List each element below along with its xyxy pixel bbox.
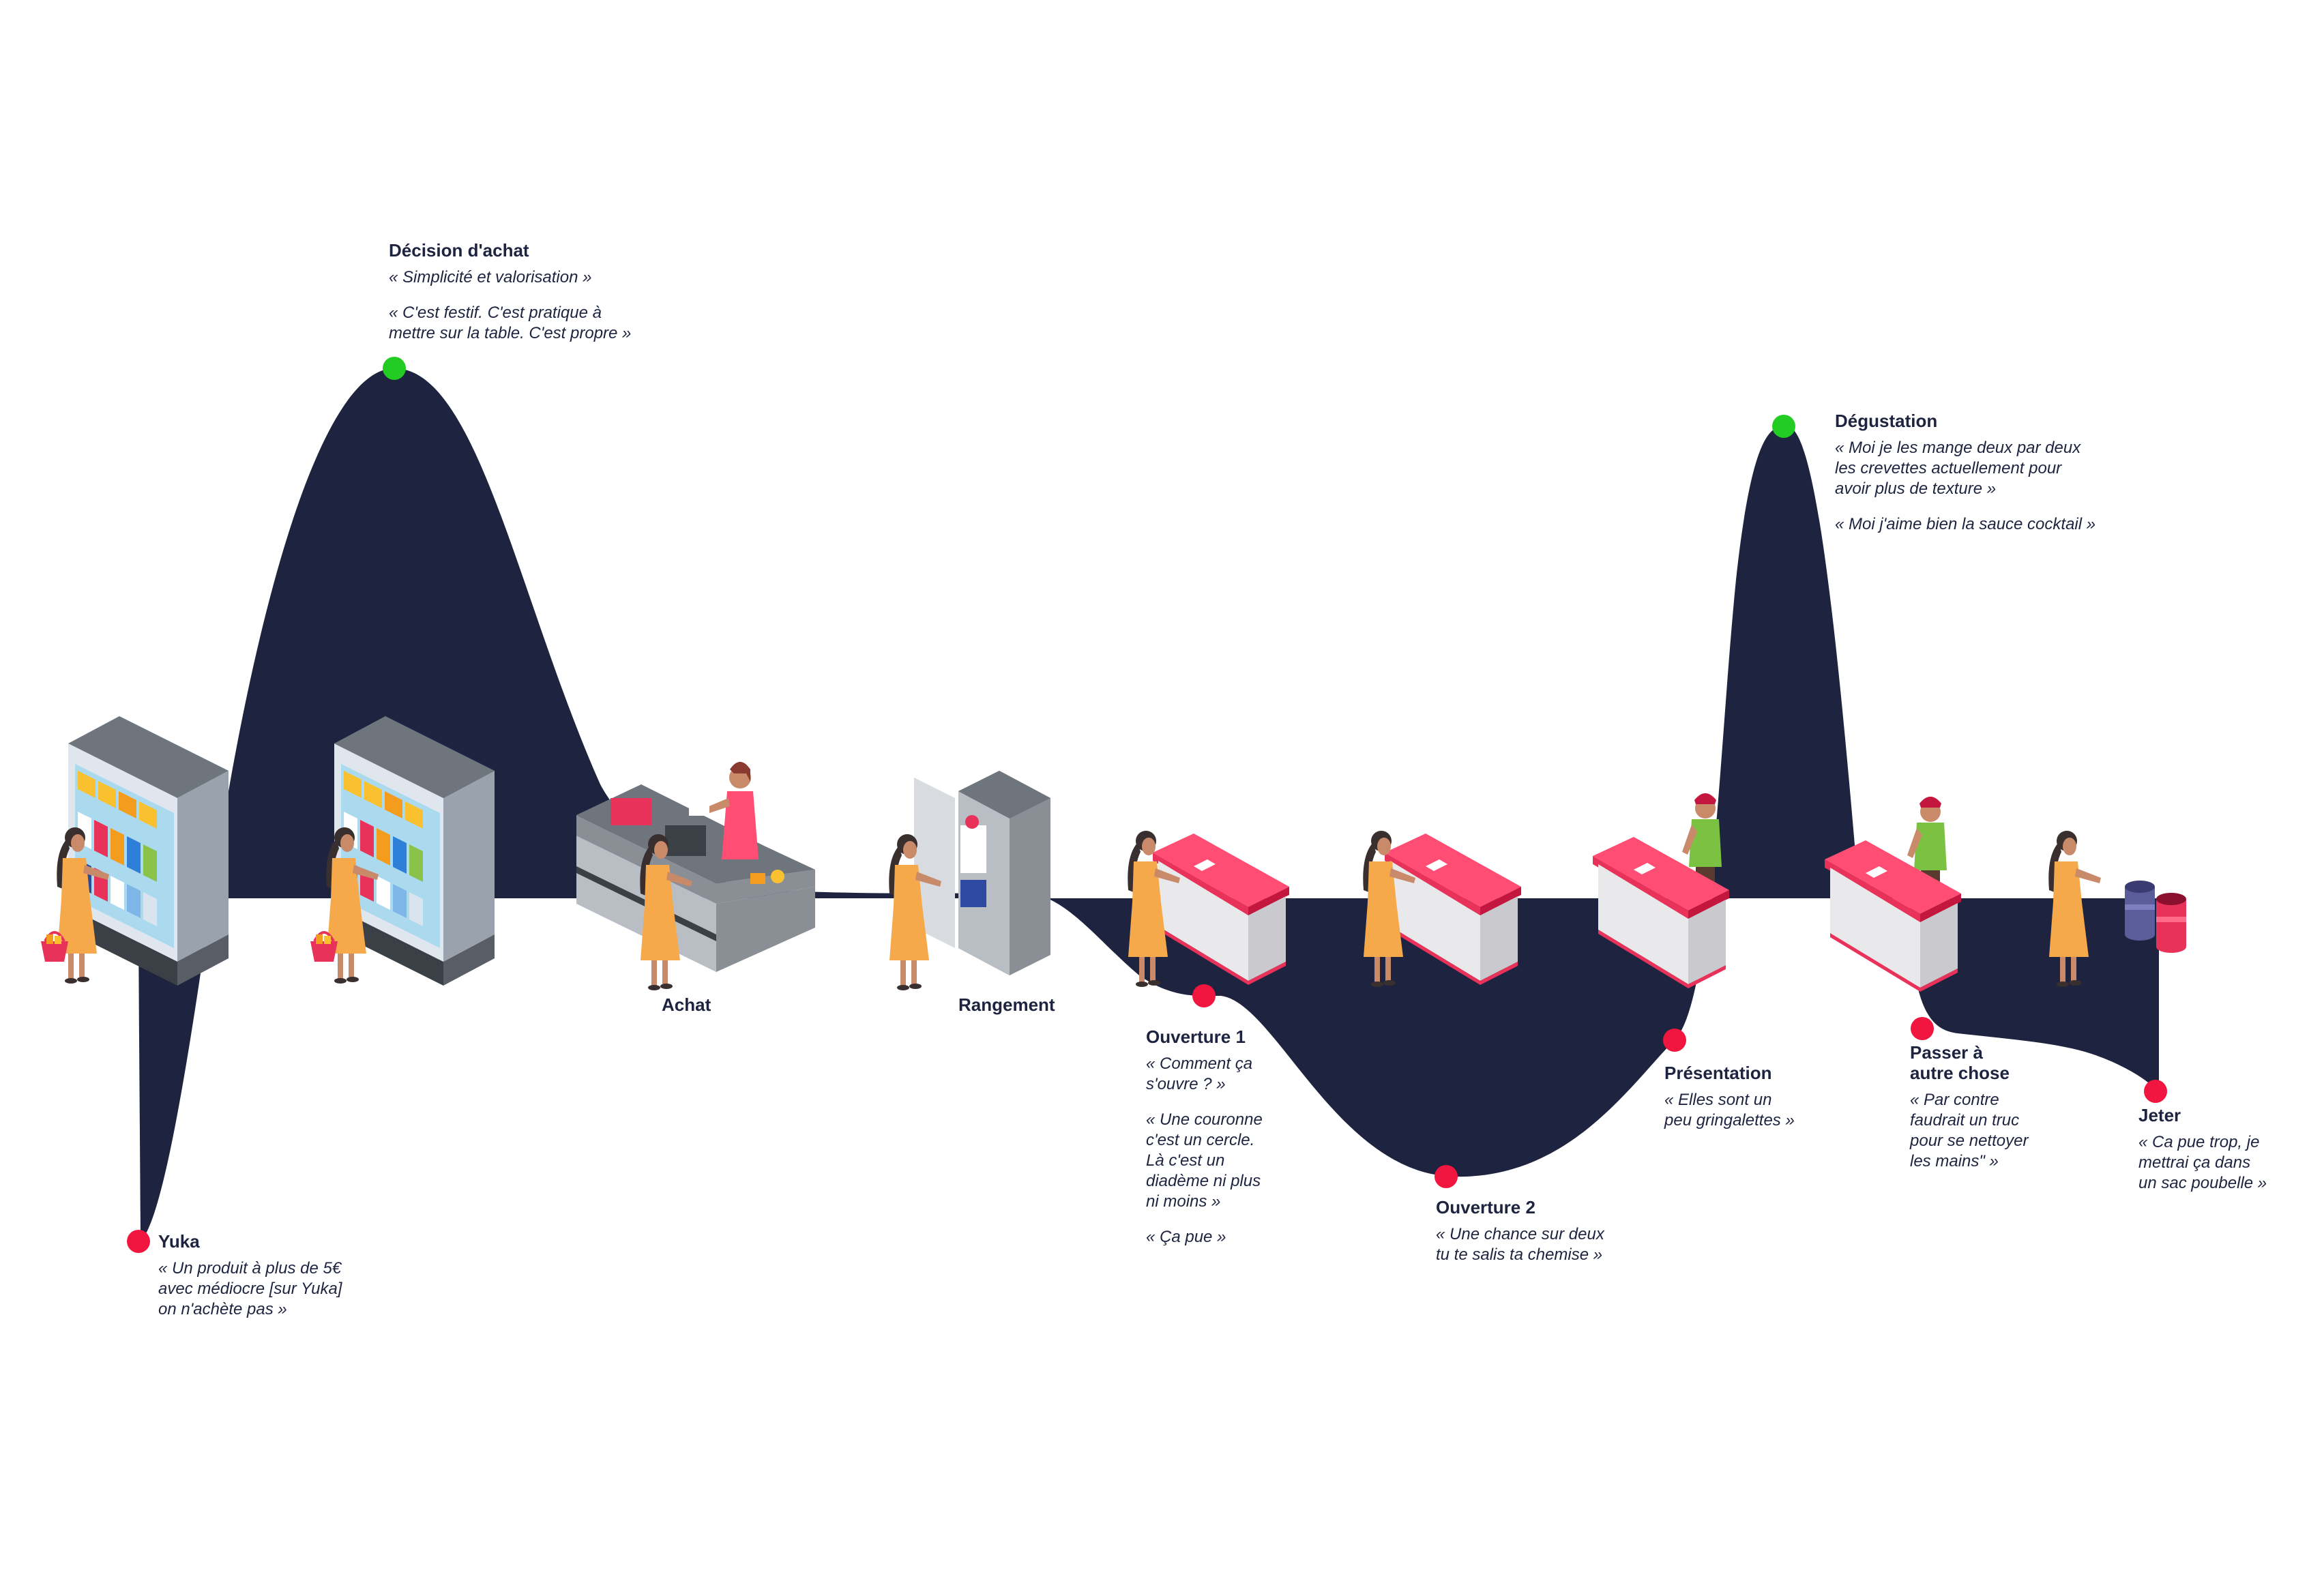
- point-quote: « Ca pue trop, je mettrai ça dans un sac…: [2138, 1133, 2267, 1192]
- point-title: Présentation: [1664, 1063, 1772, 1083]
- point-presentation: Présentation « Elles sont un peu gringal…: [1664, 1063, 1795, 1131]
- point-title: Ouverture 1: [1146, 1027, 1246, 1047]
- stage-achat-label: Achat: [662, 994, 711, 1015]
- sentiment-dot-passer: [1911, 1017, 1934, 1040]
- point-title: Yuka: [158, 1231, 200, 1252]
- point-title: Jeter: [2138, 1105, 2181, 1125]
- point-degustation: Dégustation « Moi je les mange deux par …: [1835, 411, 2095, 535]
- point-quote: « Elles sont un peu gringalettes »: [1664, 1091, 1795, 1130]
- point-passer: Passer à autre chose « Par contre faudra…: [1910, 1042, 2028, 1172]
- sentiment-dot-decision: [383, 357, 406, 380]
- point-quote: « Ça pue »: [1146, 1228, 1226, 1246]
- point-yuka: Yuka « Un produit à plus de 5€ avec médi…: [158, 1231, 342, 1320]
- sentiment-dot-jeter: [2144, 1080, 2167, 1103]
- point-quote: « Comment ça s'ouvre ? »: [1146, 1054, 1253, 1093]
- fridge-icon: [914, 771, 1050, 975]
- stage-rangement-label: Rangement: [958, 994, 1055, 1015]
- point-quote: « Un produit à plus de 5€ avec médiocre …: [158, 1259, 342, 1318]
- point-quote: « Une couronne c'est un cercle. Là c'est…: [1146, 1110, 1263, 1211]
- point-ouverture2: Ouverture 2 « Une chance sur deux tu te …: [1436, 1197, 1604, 1265]
- point-quote: « Moi j'aime bien la sauce cocktail »: [1835, 515, 2096, 533]
- point-quote: « Par contre faudrait un truc pour se ne…: [1910, 1091, 2029, 1170]
- experience-curve: [138, 368, 2159, 1241]
- sentiment-dots: [127, 357, 2167, 1253]
- point-title: Dégustation: [1835, 411, 1938, 431]
- sentiment-dot-ouverture2: [1435, 1165, 1458, 1188]
- point-quote: « Moi je les mange deux par deux les cre…: [1835, 439, 2081, 498]
- sentiment-dot-degustation: [1772, 415, 1795, 438]
- point-title: Passer à autre chose: [1910, 1042, 2010, 1083]
- point-quote: « Une chance sur deux tu te salis ta che…: [1436, 1225, 1604, 1264]
- point-ouverture1: Ouverture 1 « Comment ça s'ouvre ? » « U…: [1146, 1027, 1263, 1248]
- point-quote: « Simplicité et valorisation »: [389, 268, 592, 286]
- point-title: Ouverture 2: [1436, 1197, 1535, 1217]
- point-jeter: Jeter « Ca pue trop, je mettrai ça dans …: [2138, 1105, 2267, 1194]
- point-title: Décision d'achat: [389, 240, 529, 261]
- point-quote: « C'est festif. C'est pratique à mettre …: [389, 304, 632, 342]
- sentiment-dot-ouverture1: [1192, 984, 1216, 1007]
- sentiment-dot-presentation: [1663, 1029, 1686, 1052]
- sentiment-dot-yuka: [127, 1230, 150, 1253]
- cashier-icon: [689, 762, 759, 859]
- point-decision: Décision d'achat « Simplicité et valoris…: [389, 240, 631, 344]
